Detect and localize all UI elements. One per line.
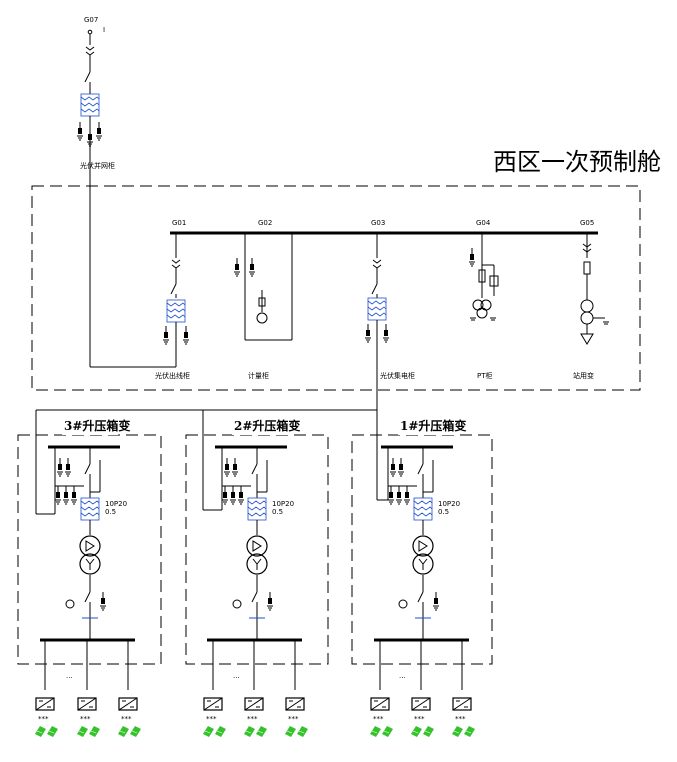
panel-g01: G01 光伏出线柜	[155, 219, 190, 380]
box-boundary	[185, 434, 329, 665]
diagram-title: 西区一次预制舱	[493, 148, 661, 176]
inverter-mark: ***	[247, 715, 258, 723]
inverter-mark: ***	[373, 715, 384, 723]
feeder-mark: ...	[399, 672, 406, 680]
inverter-mark: ***	[455, 715, 466, 723]
box-transformer-3: 3#升压箱变 10P20 0.5 ... *** ***	[17, 418, 162, 738]
cabin-boundary	[31, 185, 641, 391]
ct-class: 0.5	[438, 508, 449, 516]
panel-id: G02	[258, 219, 272, 227]
incoming-id: G07	[84, 16, 98, 24]
panel-id: G01	[172, 219, 186, 227]
inverter-mark: ***	[38, 715, 49, 723]
panel-id: G03	[371, 219, 385, 227]
panel-g04: G04 PT柜	[468, 219, 499, 380]
incoming-label: 光伏并网柜	[80, 161, 115, 170]
box-boundary	[17, 434, 162, 665]
box-label: 2#升压箱变	[234, 418, 300, 433]
feeder-mark: ...	[233, 672, 240, 680]
box-label: 3#升压箱变	[64, 418, 130, 433]
box-transformer-2: 2#升压箱变 10P20 0.5 ... *** ***	[185, 418, 329, 738]
feeder-mark: ...	[66, 672, 73, 680]
ct-rating: 10P20	[105, 500, 127, 508]
inverter-mark: ***	[288, 715, 299, 723]
box-label: 1#升压箱变	[400, 418, 466, 433]
panel-id: G05	[580, 219, 594, 227]
box-transformer-1: 1#升压箱变 10P20 0.5 ... *** ***	[351, 418, 493, 738]
panel-label: 计量柜	[248, 371, 269, 380]
ct-rating: 10P20	[438, 500, 460, 508]
panel-label: 光伏集电柜	[380, 371, 415, 380]
collector-cables	[35, 409, 389, 515]
ct-class: 0.5	[272, 508, 283, 516]
panel-label: 光伏出线柜	[155, 371, 190, 380]
panel-g03: G03 光伏集电柜	[364, 219, 415, 410]
inverter-mark: ***	[206, 715, 217, 723]
ct-rating: 10P20	[272, 500, 294, 508]
panel-g05: G05 站用变	[573, 219, 609, 380]
inverter-mark: ***	[80, 715, 91, 723]
inverter-mark: ***	[414, 715, 425, 723]
panel-label: 站用变	[573, 371, 594, 380]
box-boundary	[351, 434, 493, 665]
inverter-mark: ***	[121, 715, 132, 723]
panel-g02: G02 计量柜	[233, 219, 293, 380]
incoming-mark: I	[103, 26, 105, 34]
ct-class: 0.5	[105, 508, 116, 516]
panel-label: PT柜	[477, 371, 493, 380]
panel-id: G04	[476, 219, 491, 227]
incoming-cabinet: G07 I 光伏并网柜	[76, 16, 176, 368]
